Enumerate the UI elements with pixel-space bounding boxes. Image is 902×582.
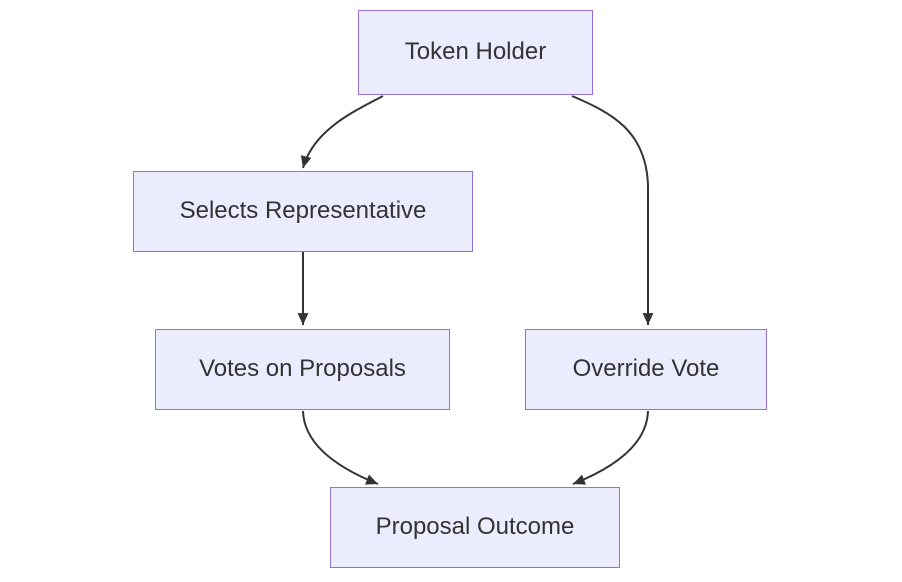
node-proposal-outcome: Proposal Outcome <box>330 487 620 568</box>
node-votes-on-proposals: Votes on Proposals <box>155 329 450 410</box>
node-selects-representative: Selects Representative <box>133 171 473 252</box>
node-token-holder: Token Holder <box>358 10 593 95</box>
node-proposal-outcome-label: Proposal Outcome <box>375 513 575 541</box>
edge-override-vote-to-proposal-outcome <box>572 410 649 485</box>
node-override-vote: Override Vote <box>525 329 767 410</box>
edge-votes-on-proposals-to-proposal-outcome <box>302 410 379 485</box>
edge-token-holder-to-selects-representative <box>300 95 384 169</box>
node-token-holder-label: Token Holder <box>404 38 547 66</box>
edge-token-holder-to-override-vote <box>571 95 654 325</box>
node-votes-on-proposals-label: Votes on Proposals <box>199 355 406 383</box>
node-override-vote-label: Override Vote <box>572 355 720 383</box>
node-selects-representative-label: Selects Representative <box>179 197 427 225</box>
